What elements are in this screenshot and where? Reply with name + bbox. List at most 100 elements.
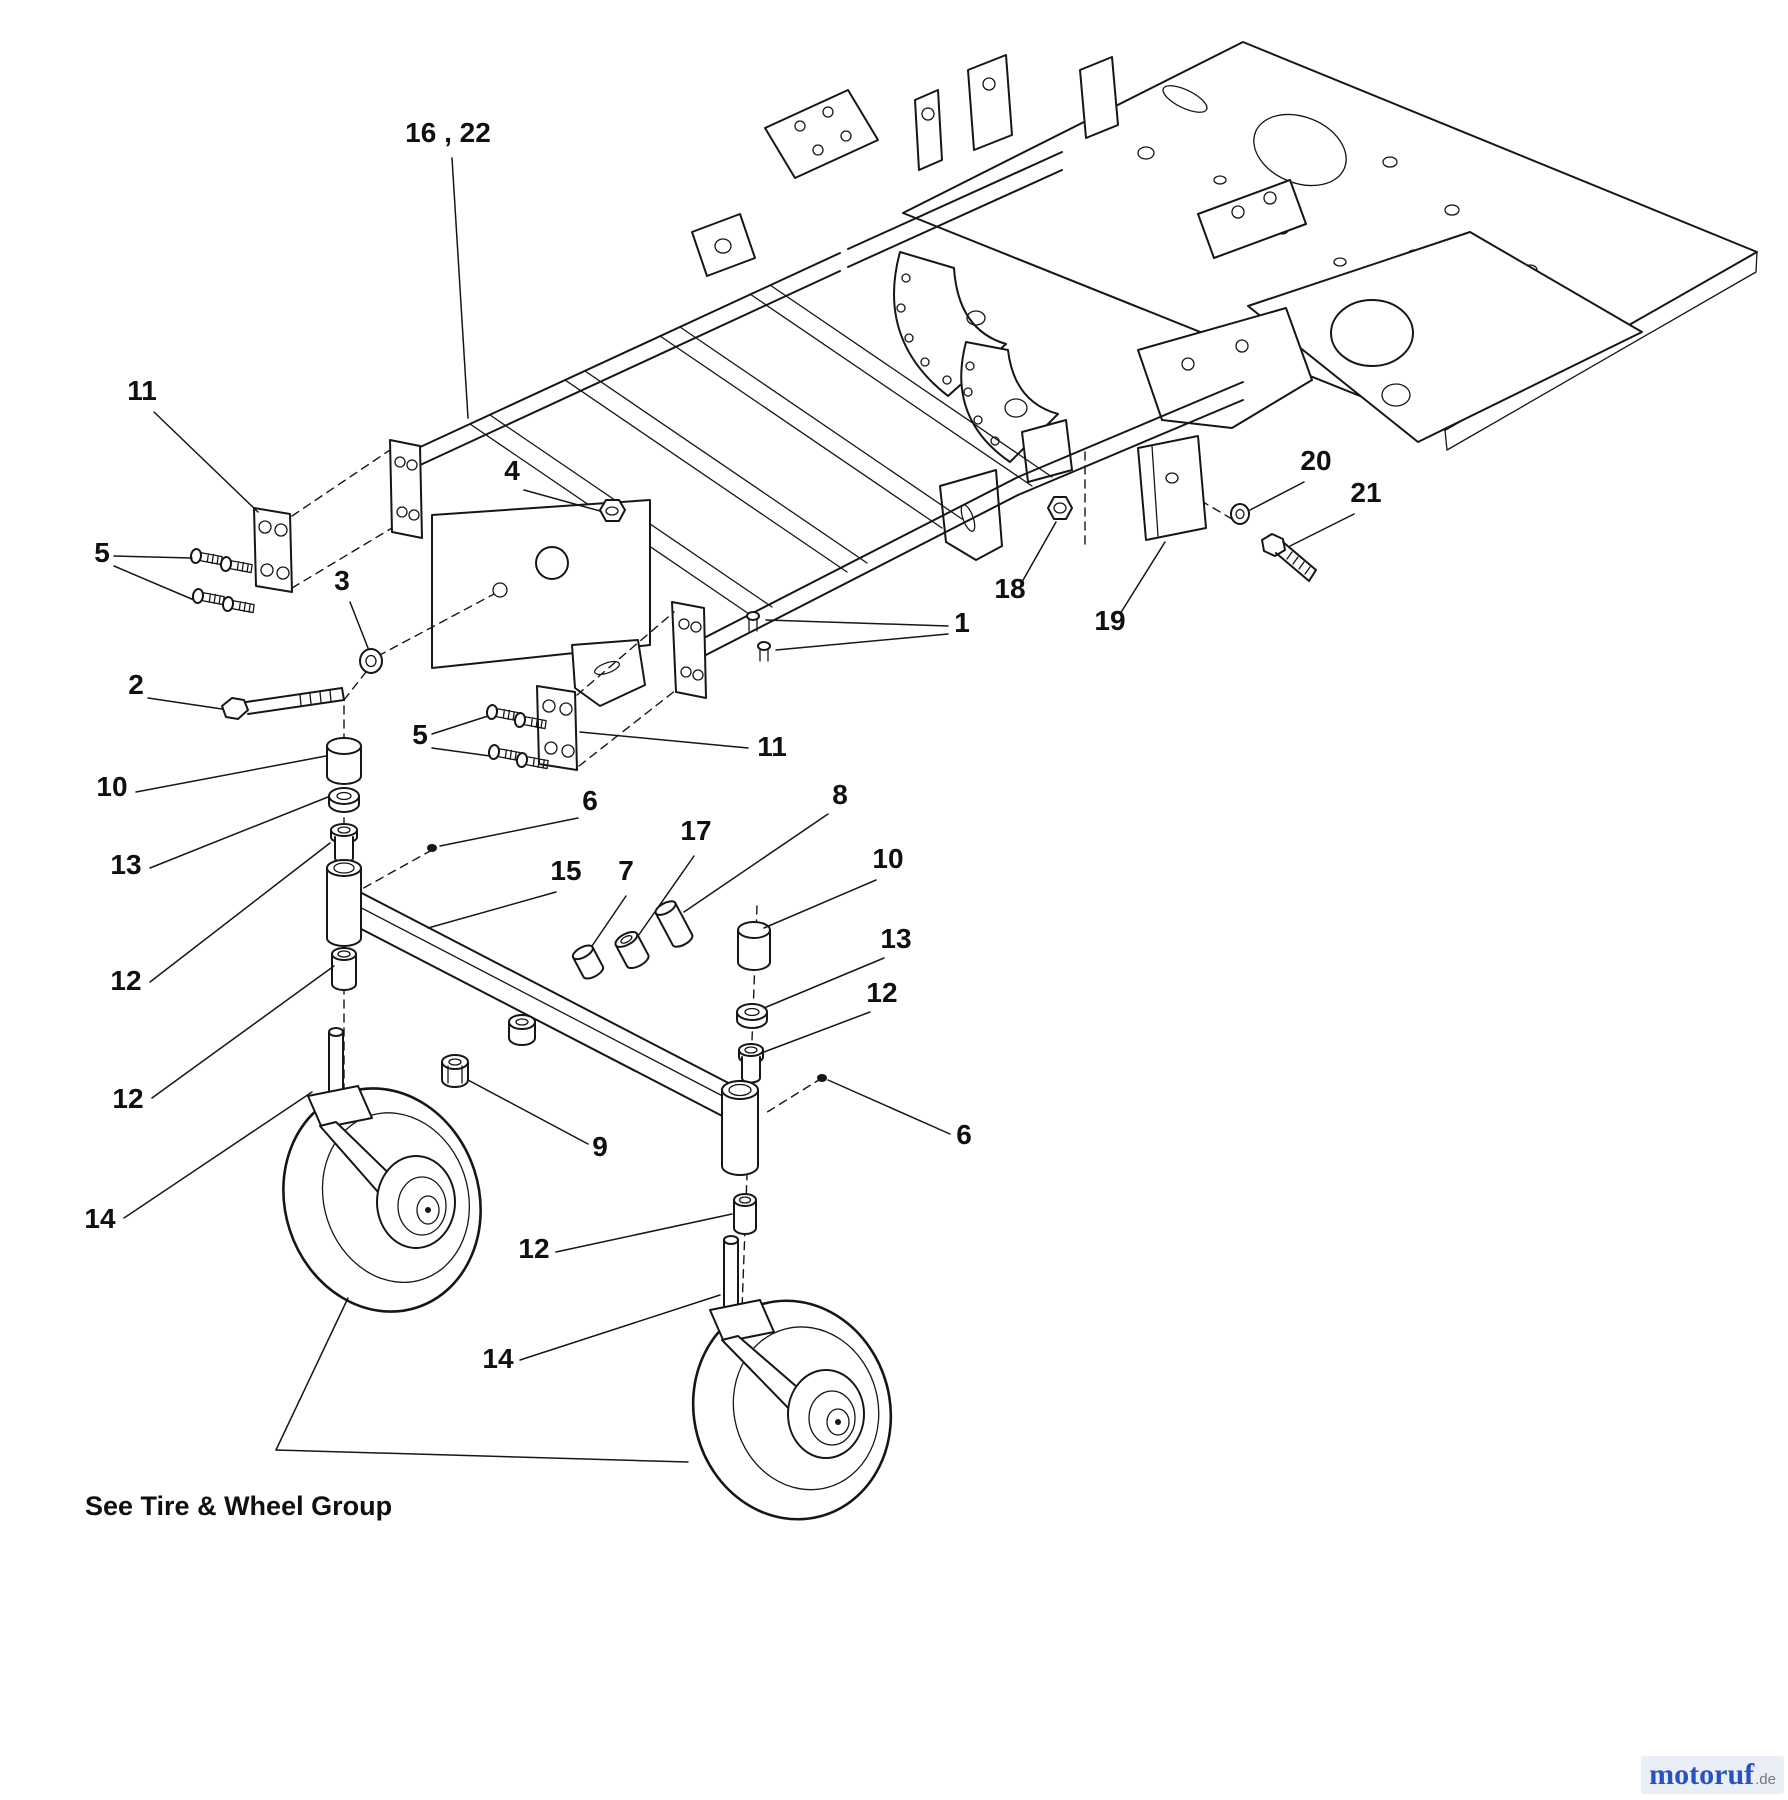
note-leader-0 [275, 1297, 349, 1451]
callout-14-right: 14 [482, 1343, 514, 1374]
leader-2-0 [147, 697, 223, 710]
note-tire-wheel-group: See Tire & Wheel Group [85, 1491, 392, 1521]
bearing-right [736, 1003, 768, 1029]
callout-16-22: 16 , 22 [405, 117, 491, 148]
bushing-right-lower [733, 1193, 757, 1235]
spacer-left [326, 737, 362, 785]
callout-11-left: 11 [127, 375, 157, 406]
callout-6-right: 6 [956, 1119, 972, 1150]
leader-11-left-0 [153, 411, 259, 513]
callout-10-left: 10 [96, 771, 127, 802]
leader-4-0 [523, 489, 601, 512]
leader-5-left-0 [113, 555, 193, 559]
callout-13-right: 13 [880, 923, 911, 954]
leader-18-0 [1021, 521, 1057, 583]
callout-20: 20 [1300, 445, 1331, 476]
callout-21: 21 [1350, 477, 1381, 508]
callout-14-left: 14 [84, 1203, 116, 1234]
caster-mount-plate-right [536, 685, 578, 771]
front-mount-plate [431, 499, 651, 707]
watermark-tld[interactable]: .de [1755, 1771, 1776, 1788]
leader-1-1 [775, 633, 949, 651]
watermark-name[interactable]: motoruf [1649, 1758, 1755, 1791]
callout-9: 9 [592, 1131, 608, 1162]
left-caster-wheel [282, 1085, 482, 1313]
bearing-left [328, 787, 360, 813]
callout-2: 2 [128, 669, 144, 700]
leader-5-mid-0 [431, 715, 489, 735]
callout-7: 7 [618, 855, 634, 886]
callout-12-bottom: 12 [518, 1233, 549, 1264]
leader-9-0 [467, 1079, 589, 1145]
leader-8-0 [683, 813, 829, 913]
watermark[interactable]: motoruf.de [1641, 1756, 1784, 1794]
pivot-nut [441, 1054, 469, 1088]
leader-12-left-2-0 [151, 965, 335, 1099]
frame-carriage-bolts [746, 611, 771, 662]
pivot-bolt [221, 687, 345, 720]
leader-1-0 [765, 619, 949, 627]
callout-17: 17 [680, 815, 711, 846]
callout-12-left-2: 12 [112, 1083, 143, 1114]
leader-10-left-0 [135, 755, 327, 793]
leader-20-0 [1249, 481, 1305, 511]
leader-6-top-0 [439, 817, 579, 847]
bracket-19 [1137, 435, 1207, 541]
note-leader-1 [275, 1449, 689, 1463]
leader-11-right-0 [579, 731, 749, 749]
leader-13-right-0 [763, 957, 885, 1009]
spacer-7 [571, 944, 605, 980]
hex-bolt-21 [1261, 533, 1317, 582]
bushing-left-lower [331, 947, 357, 991]
leader-17-0 [637, 855, 695, 937]
callout-19: 19 [1094, 605, 1125, 636]
pivot-tube-right [721, 1080, 759, 1176]
spacer-8 [654, 900, 694, 948]
leader-10-right-0 [763, 879, 877, 929]
callout-11-right: 11 [757, 731, 787, 762]
pivot-tube-left [326, 859, 362, 947]
leader-14-right-0 [519, 1294, 721, 1361]
callout-5-mid: 5 [412, 719, 428, 750]
leader-15-0 [427, 891, 557, 929]
leader-7-0 [591, 895, 627, 947]
beam-center-boss [508, 1014, 536, 1046]
callout-15: 15 [550, 855, 581, 886]
leader-5-mid-1 [431, 747, 491, 757]
leader-12-right-0 [763, 1011, 871, 1053]
leader-5-left-1 [113, 565, 195, 601]
callout-13-left: 13 [110, 849, 141, 880]
bushing-right-upper [738, 1043, 764, 1084]
bushing-left-upper [330, 823, 358, 864]
right-side-panel [1247, 231, 1643, 443]
leader-6-right-0 [827, 1079, 951, 1135]
callout-6-top: 6 [582, 785, 598, 816]
right-caster-stem [723, 1235, 739, 1313]
leader-19-0 [1119, 541, 1166, 615]
leader-21-0 [1289, 513, 1355, 547]
mount-bolts-right [485, 704, 549, 770]
leader-12-bottom-0 [555, 1213, 733, 1253]
grease-fitting-top [427, 844, 437, 852]
leader-16-22-0 [451, 157, 469, 419]
flat-washer [359, 648, 383, 674]
callout-12-right: 12 [866, 977, 897, 1008]
callout-12-left-1: 12 [110, 965, 141, 996]
leader-12-left-1-0 [149, 842, 331, 983]
right-caster-wheel [691, 1299, 893, 1521]
spacer-17 [614, 930, 650, 970]
washer-20 [1230, 503, 1250, 525]
leader-13-left-0 [149, 796, 329, 869]
callout-8: 8 [832, 779, 848, 810]
callout-4: 4 [504, 455, 520, 486]
callout-10-right: 10 [872, 843, 903, 874]
mount-bolts-left [189, 548, 255, 614]
rear-deck [902, 41, 1758, 451]
left-caster-stem [328, 1027, 344, 1103]
assembly-dashed-lines [291, 449, 1233, 1337]
callout-1: 1 [954, 607, 970, 638]
callout-18: 18 [994, 573, 1025, 604]
callout-5-left: 5 [94, 537, 110, 568]
